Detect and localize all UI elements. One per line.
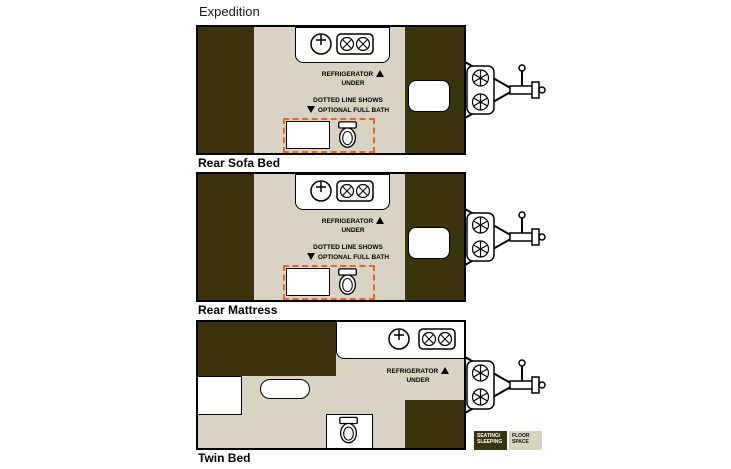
- kitchen-counter: [295, 27, 390, 63]
- legend-swatch-floor-space: FLOOR SPACE: [509, 431, 542, 450]
- wardrobe-cabinet: [198, 376, 242, 415]
- legend-floor-line2: SPACE: [512, 438, 529, 445]
- floorplan-rear-mattress: REFRIGERATOR UNDER DOTTED LINE SHOWS OPT…: [196, 172, 466, 302]
- page-title: Expedition: [199, 4, 260, 19]
- triangle-up-icon: [441, 367, 450, 374]
- seating-area-rear: [198, 174, 254, 300]
- refrigerator-label: REFRIGERATOR UNDER: [301, 70, 405, 88]
- optional-bath-note: DOTTED LINE SHOWS OPTIONAL FULL BATH: [291, 244, 405, 262]
- triangle-up-icon: [376, 70, 385, 77]
- legend-swatch-seating-sleeping: SEATING/ SLEEPING: [474, 431, 507, 450]
- floorplan-rear-sofa-bed: REFRIGERATOR UNDER DOTTED LINE SHOWS OPT…: [196, 25, 466, 155]
- shower-stall: [286, 121, 330, 149]
- trailer-hitch-icon: [464, 60, 546, 120]
- seating-area-rear: [198, 27, 254, 153]
- legend-seating-line2: SLEEPING: [477, 438, 503, 445]
- triangle-down-icon: [306, 252, 315, 260]
- bathroom: [326, 414, 373, 448]
- bath-note-line1: DOTTED LINE SHOWS: [313, 97, 383, 104]
- legend-seating-line1: SEATING/: [477, 433, 501, 439]
- optional-bath-note: DOTTED LINE SHOWS OPTIONAL FULL BATH: [291, 97, 405, 115]
- plan-label-rear-mattress: Rear Mattress: [198, 303, 278, 317]
- sleeping-area-rear: [198, 322, 336, 376]
- sink-stove-icon: [388, 328, 456, 350]
- legend-floor-line1: FLOOR: [512, 433, 530, 439]
- dinette-table: [408, 227, 450, 259]
- plan-label-twin-bed: Twin Bed: [198, 451, 251, 465]
- kitchen-counter: [295, 174, 390, 210]
- trailer-hitch-icon: [464, 207, 546, 267]
- refrigerator-label: REFRIGERATOR UNDER: [372, 367, 464, 385]
- refrigerator-text: REFRIGERATOR: [386, 368, 439, 375]
- legend: SEATING/ SLEEPING FLOOR SPACE: [474, 431, 542, 450]
- refrigerator-under-text: UNDER: [341, 79, 365, 87]
- refrigerator-text: REFRIGERATOR: [321, 71, 374, 78]
- twin-bed-table: [260, 379, 310, 399]
- refrigerator-under-text: UNDER: [406, 376, 430, 384]
- bath-note-line2: OPTIONAL FULL BATH: [317, 253, 390, 261]
- bath-note-line2: OPTIONAL FULL BATH: [317, 106, 390, 114]
- optional-bath-outline: [283, 265, 375, 300]
- sink-stove-icon: [310, 180, 374, 202]
- optional-bath-outline: [283, 118, 375, 153]
- floorplan-twin-bed: REFRIGERATOR UNDER: [196, 320, 466, 450]
- bath-note-line1: DOTTED LINE SHOWS: [313, 244, 383, 251]
- refrigerator-text: REFRIGERATOR: [321, 218, 374, 225]
- shower-stall: [286, 268, 330, 296]
- toilet-icon: [338, 268, 357, 295]
- toilet-icon: [339, 416, 358, 444]
- seating-area-front: [405, 400, 464, 448]
- kitchen-counter: [336, 322, 464, 359]
- sink-stove-icon: [310, 33, 374, 55]
- trailer-hitch-icon: [464, 355, 546, 415]
- triangle-up-icon: [376, 217, 385, 224]
- triangle-down-icon: [306, 105, 315, 113]
- refrigerator-label: REFRIGERATOR UNDER: [301, 217, 405, 235]
- plan-label-rear-sofa-bed: Rear Sofa Bed: [198, 156, 281, 170]
- toilet-icon: [338, 121, 357, 148]
- dinette-table: [408, 80, 450, 112]
- refrigerator-under-text: UNDER: [341, 226, 365, 234]
